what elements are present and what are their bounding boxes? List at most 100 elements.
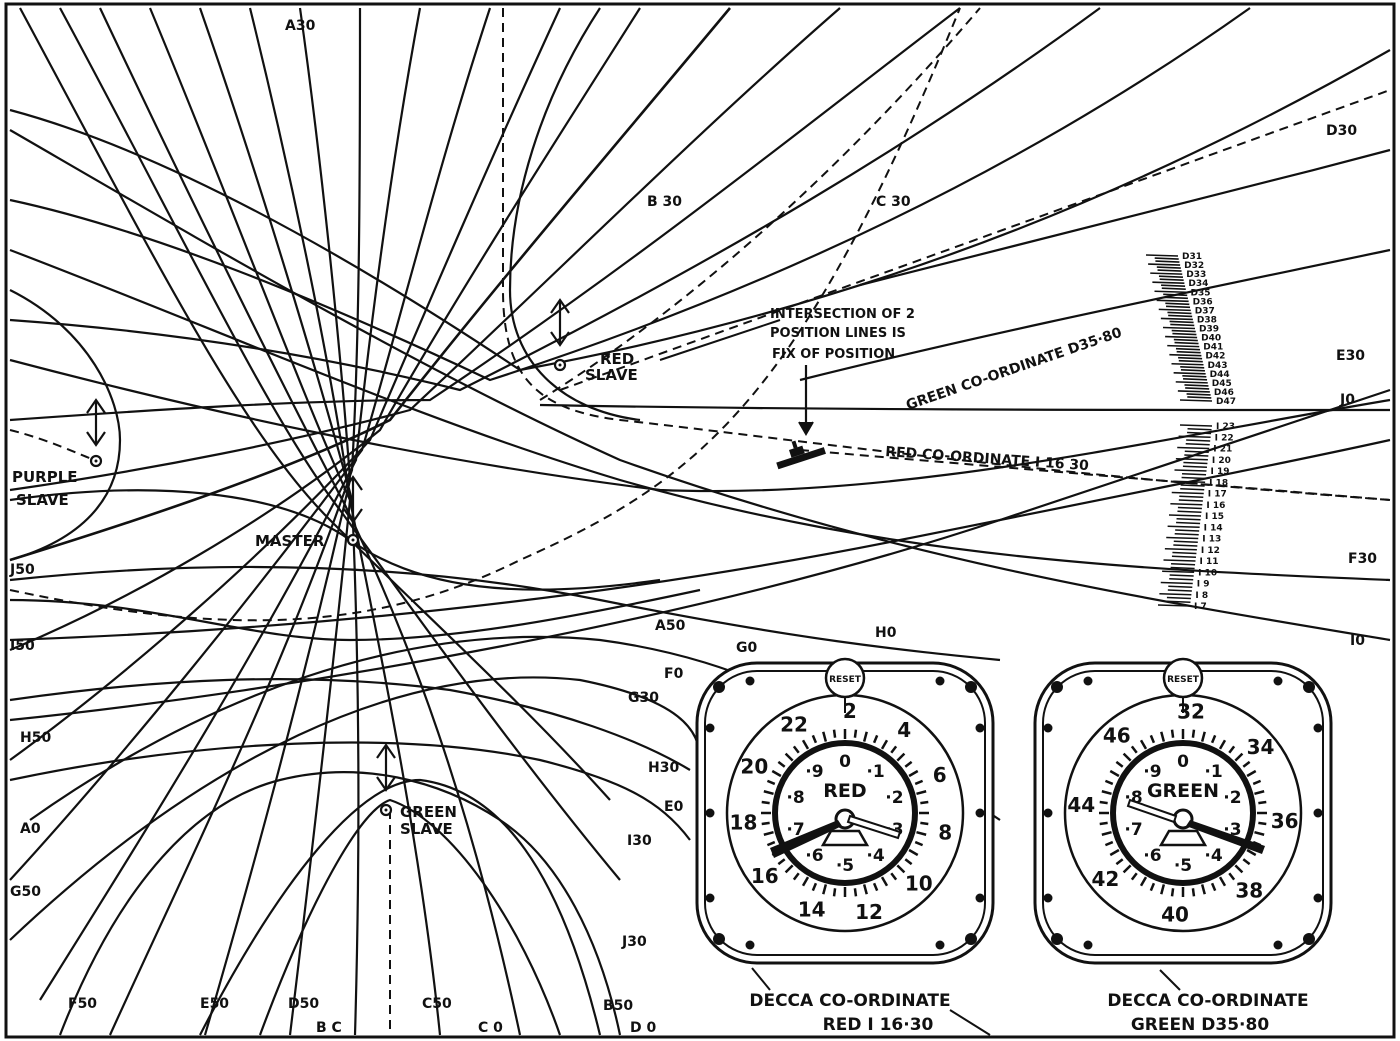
purple-slave-label-line2: SLAVE — [16, 491, 69, 509]
lane-label-c0: C 0 — [478, 1020, 503, 1036]
green-slave-label-line1: GREEN — [400, 803, 457, 821]
ship-icon — [776, 440, 826, 470]
scale-tick — [1184, 450, 1209, 454]
scale-tick — [1173, 540, 1198, 544]
scale-tick — [1173, 338, 1198, 342]
dial-outer-number: 18 — [730, 811, 758, 835]
red-lane-scale: I 23I 22I 21I 20I 19I 18I 17I 16I 15I 14… — [1157, 422, 1235, 612]
dial-inner-number: ·2 — [1223, 788, 1241, 808]
scale-tick — [1182, 465, 1207, 469]
lane-label-g30: G30 — [628, 690, 659, 706]
dial-inner-number: ·9 — [1143, 762, 1161, 782]
lane-label-j50: J50 — [9, 562, 35, 578]
green-coordinate-dashed-line — [559, 89, 1391, 391]
red-scale-label: I 21 — [1213, 445, 1232, 455]
master-label: MASTER — [255, 532, 325, 550]
position-line — [9, 741, 691, 841]
screw-icon — [745, 940, 755, 950]
green-caption-line2: GREEN D35·80 — [1131, 1015, 1269, 1035]
dial-tick — [872, 882, 879, 892]
dial-tick — [1160, 731, 1166, 742]
red-scale-label: I 10 — [1198, 568, 1217, 578]
screw-icon — [705, 808, 715, 818]
dial-tick — [792, 872, 800, 881]
scale-tick — [1161, 287, 1186, 291]
dial-inner-number: ·5 — [836, 856, 854, 876]
scale-tick — [1167, 344, 1200, 348]
dial-inner-number: ·4 — [866, 846, 884, 866]
scale-tick — [1167, 589, 1192, 592]
lane-label-bc: B C — [316, 1020, 342, 1036]
red-coarse-pointer — [770, 820, 842, 858]
lane-label-d50: D50 — [288, 996, 319, 1012]
green-slave-label-line2: SLAVE — [400, 820, 453, 838]
dial-tick — [777, 858, 786, 866]
red-scale-label: I 14 — [1204, 523, 1223, 533]
scale-tick — [1186, 439, 1211, 442]
dial-tick — [1258, 800, 1267, 805]
dial-window — [820, 829, 870, 847]
red-scale-label: I 16 — [1206, 501, 1225, 511]
dial-outer-number: 4 — [897, 718, 911, 742]
scale-tick — [1172, 551, 1197, 555]
position-line — [58, 771, 622, 1036]
red-scale-label: I 18 — [1209, 478, 1228, 488]
lane-label-a50: A50 — [655, 618, 686, 634]
dial-tick — [1218, 876, 1227, 887]
dial-tick — [1099, 821, 1108, 826]
scale-tick — [1165, 302, 1190, 306]
scale-tick — [1174, 341, 1199, 345]
scale-tick — [1171, 329, 1196, 333]
scale-tick — [1170, 323, 1195, 327]
lane-label-f30: F30 — [1348, 551, 1377, 567]
dial-inner-number: 0 — [1177, 752, 1189, 772]
lane-label-b30: B 30 — [647, 194, 682, 210]
scale-tick — [1179, 424, 1213, 427]
position-line — [9, 7, 492, 881]
fix-arrow-head — [798, 421, 814, 436]
dial-tick — [777, 760, 786, 768]
dial-tick — [890, 745, 898, 754]
reset-label: RESET — [1167, 675, 1200, 685]
scale-tick — [1183, 461, 1208, 465]
screw-icon — [1043, 893, 1053, 903]
red-scale-label: I 8 — [1195, 591, 1208, 601]
position-line — [799, 248, 1391, 382]
red-caption-line2: RED I 16·30 — [823, 1015, 934, 1035]
dial-outer-number: 38 — [1235, 879, 1263, 903]
dial-tick — [1246, 769, 1257, 778]
dial-tick — [872, 734, 879, 744]
dial-tick — [1104, 779, 1114, 786]
scale-tick — [1158, 308, 1191, 312]
scale-tick — [1157, 269, 1182, 272]
screw-icon — [975, 893, 985, 903]
scale-tick — [1162, 326, 1196, 330]
scale-tick — [1148, 263, 1181, 266]
position-line — [108, 7, 362, 1036]
caption-leader — [751, 967, 771, 991]
dial-tick — [761, 821, 770, 826]
lane-label-d30: D30 — [1326, 123, 1357, 139]
position-line — [203, 7, 352, 1036]
position-line — [9, 7, 641, 652]
dial-tick — [1109, 769, 1120, 778]
dial-tick — [1139, 739, 1148, 750]
scale-tick — [1171, 562, 1196, 566]
scale-tick — [1170, 566, 1195, 570]
dial-inner-number: ·5 — [1174, 856, 1192, 876]
dial-tick — [862, 884, 868, 895]
red-scale-label: I 13 — [1202, 535, 1221, 545]
reset-label: RESET — [829, 675, 862, 685]
red-scale-label: I 9 — [1197, 580, 1210, 590]
lane-label-a30: A30 — [285, 18, 316, 34]
screw-icon — [1083, 940, 1093, 950]
dial-tick — [1122, 752, 1132, 762]
lane-label-e0: E0 — [664, 799, 684, 815]
position-line — [9, 7, 731, 562]
dial-tick — [1149, 734, 1156, 744]
scale-tick — [1174, 532, 1199, 536]
scale-tick — [1184, 454, 1209, 457]
dial-tick — [1210, 882, 1217, 892]
dial-tick — [1254, 790, 1265, 796]
scale-tick — [1187, 427, 1212, 431]
